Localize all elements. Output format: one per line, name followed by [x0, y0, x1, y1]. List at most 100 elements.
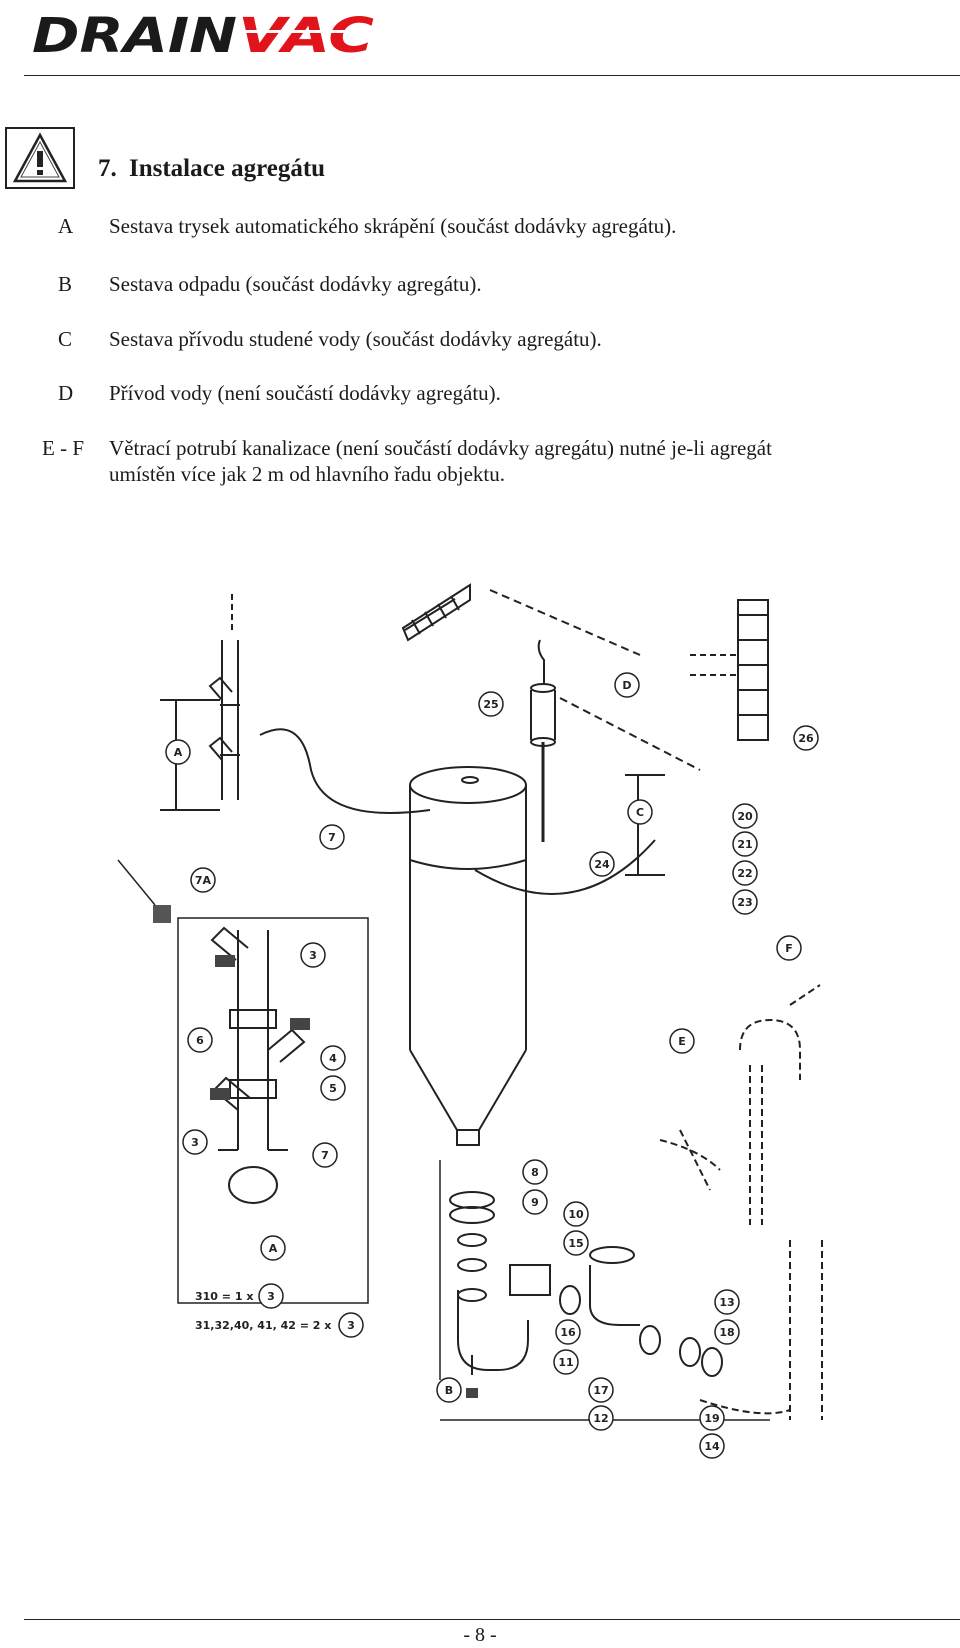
parts-legend: 310 = 1 x 3 31,32,40, 41, 42 = 2 x 3 [195, 1283, 364, 1338]
callout: E [669, 1028, 695, 1054]
logo-drain-text: DRAIN [32, 8, 237, 62]
callout: 24 [589, 851, 615, 877]
callout-label: 10 [568, 1208, 584, 1221]
item-text: Sestava odpadu (součást dodávky agregátu… [109, 272, 482, 296]
callout-label: 24 [594, 858, 610, 871]
callout: B [436, 1377, 462, 1403]
callout-label: B [445, 1384, 453, 1397]
callout-label: 22 [737, 867, 752, 880]
callout: 7 [312, 1142, 338, 1168]
logo-vac-text: VAC [238, 8, 374, 62]
callout: 26 [793, 725, 819, 751]
callout: 20 [732, 803, 758, 829]
callout-label: 21 [737, 838, 752, 851]
callout-label: 16 [560, 1326, 576, 1339]
water-supply-line [489, 589, 641, 656]
callout-label: 23 [737, 896, 752, 909]
callout-label: 6 [196, 1034, 204, 1047]
ground-rod-head [153, 905, 171, 923]
item-text-line2: umístěn více jak 2 m od hlavního řadu ob… [109, 462, 506, 486]
callout: 18 [714, 1319, 740, 1345]
callout-label: C [636, 806, 644, 819]
callout: 12 [588, 1405, 614, 1431]
callout-label: 15 [568, 1237, 583, 1250]
item-letter: C [58, 327, 73, 351]
callout: 7 [319, 824, 345, 850]
hose-line [474, 839, 656, 895]
callout: 25 [478, 691, 504, 717]
callout-label: 19 [704, 1412, 719, 1425]
callout: 11 [553, 1349, 579, 1375]
callout: 4 [320, 1045, 346, 1071]
installation-diagram: 25 D 26 A 7 20 C 21 24 22 23 7A 3 F 6 4 … [117, 583, 823, 1459]
callout: 14 [699, 1433, 725, 1459]
callout-label: 3 [309, 949, 317, 962]
callout-label: 4 [329, 1052, 337, 1065]
callout-label: E [678, 1035, 686, 1048]
callout-label: 8 [531, 1166, 539, 1179]
callout-label: 5 [329, 1082, 337, 1095]
hose-line [259, 728, 431, 814]
callout: 19 [699, 1405, 725, 1431]
callout: A [260, 1235, 286, 1261]
callout-label: 7 [321, 1149, 329, 1162]
callout-label: 14 [704, 1440, 720, 1453]
callout: C [627, 799, 653, 825]
item-letter: E - F [42, 436, 84, 460]
callout-label: 7A [195, 874, 212, 887]
callout-label: 3 [191, 1136, 199, 1149]
item-text-line1: Větrací potrubí kanalizace (není součást… [109, 436, 772, 460]
callout-label: 7 [328, 831, 336, 844]
callout: 7A [190, 867, 216, 893]
drainvac-logo: DRAIN VAC [32, 8, 374, 62]
item-letter: B [58, 272, 73, 296]
ground-rod [117, 859, 156, 906]
callout: 21 [732, 831, 758, 857]
callout-label: 26 [798, 732, 814, 745]
callout: 6 [187, 1027, 213, 1053]
item-text: Sestava trysek automatického skrápění (s… [109, 214, 677, 238]
callout-group: 25 D 26 A 7 20 C 21 24 22 23 7A 3 F 6 4 … [165, 672, 819, 1459]
page-number: - 8 - [463, 1624, 497, 1646]
legend-line-1: 310 = 1 x [195, 1290, 253, 1303]
callout: D [614, 672, 640, 698]
callout-label: 25 [483, 698, 498, 711]
item-letter: A [58, 214, 74, 238]
callout-label: 11 [558, 1356, 573, 1369]
section-title: 7. Instalace agregátu [98, 155, 325, 183]
warning-box [5, 127, 75, 189]
legend-ref-2: 3 [347, 1319, 355, 1332]
legend-ref-1: 3 [267, 1290, 275, 1303]
callout: 15 [563, 1230, 589, 1256]
legend-line-2: 31,32,40, 41, 42 = 2 x [195, 1319, 331, 1332]
callout-label: 13 [719, 1296, 734, 1309]
wall-top-hatch [401, 583, 471, 642]
drain-assembly [439, 1160, 723, 1398]
callout: 8 [522, 1159, 548, 1185]
callout-label: A [269, 1242, 278, 1255]
callout: A [165, 739, 191, 765]
central-vacuum-unit [409, 766, 527, 1146]
separator-column [530, 639, 556, 842]
warning-icon [12, 132, 68, 183]
callout-label: A [174, 746, 183, 759]
item-text: Sestava přívodu studené vody (součást do… [109, 327, 602, 351]
callout-label: 12 [593, 1412, 608, 1425]
footer-rule [24, 1619, 960, 1620]
callout: 9 [522, 1189, 548, 1215]
callout: 23 [732, 889, 758, 915]
wall-right-hatch [690, 599, 769, 741]
callout-label: D [622, 679, 631, 692]
dimension-line [625, 774, 665, 876]
section-title-text: Instalace agregátu [129, 155, 326, 182]
callout: 10 [563, 1201, 589, 1227]
spray-nozzle-stack [208, 590, 240, 800]
callout-label: 17 [593, 1384, 608, 1397]
callout: 3 [182, 1129, 208, 1155]
callout-label: 9 [531, 1196, 539, 1209]
callout-label: 18 [719, 1326, 734, 1339]
header-rule [24, 75, 960, 76]
callout-label: 20 [737, 810, 753, 823]
callout: 16 [555, 1319, 581, 1345]
callout: 13 [714, 1289, 740, 1315]
